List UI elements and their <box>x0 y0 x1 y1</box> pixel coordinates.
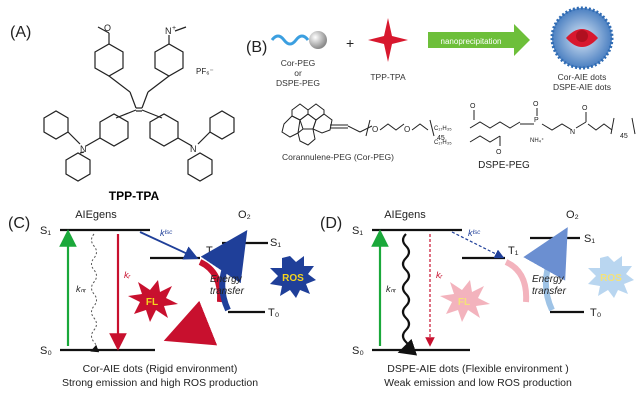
polymer-label-1: Cor-PEG <box>281 58 315 68</box>
panel-b-letter: (B) <box>246 39 267 56</box>
svg-text:+: + <box>172 25 176 32</box>
panel-d-aiegens: AIEgens <box>384 209 426 221</box>
c-kr-label: kᵣ <box>124 270 131 280</box>
svg-text:O: O <box>372 125 378 134</box>
panel-b: (B) Cor-PEG or DSPE-PEG + TPP-TPA nanopr… <box>246 6 636 171</box>
tpp-tpa-name: TPP-TPA <box>109 189 160 203</box>
panel-c-o2: O₂ <box>238 209 251 221</box>
d-nonradiative-arrow <box>397 233 418 356</box>
panel-a-letter: (A) <box>10 24 31 41</box>
dspe-peg-repeat-n: 45 <box>620 133 628 140</box>
c-o2-s1-label: S₁ <box>270 237 281 249</box>
plus-sign: + <box>346 35 354 51</box>
c-energy-curve-blue <box>200 230 248 312</box>
svg-text:N: N <box>80 144 87 154</box>
corannulene-structure: O O <box>281 103 435 146</box>
d-caption-1: DSPE-AIE dots (Flexible environment ) <box>387 363 568 375</box>
panel-d: (D) AIEgens O₂ S₁ S₀ T₁ S₁ T₀ kₙᵣ kᵣ kᴵˢ… <box>320 209 634 389</box>
c-ros-burst-icon <box>270 256 316 298</box>
svg-text:O: O <box>104 23 111 33</box>
d-t0-label: T₀ <box>590 307 601 319</box>
cor-peg-repeat-n: 45 <box>437 135 445 142</box>
tpp-tpa-label: TPP-TPA <box>370 72 406 82</box>
d-o2-s1-label: S₁ <box>584 233 595 245</box>
dspe-nh4: NH₄⁺ <box>530 137 544 144</box>
tpp-tpa-star-icon <box>368 18 408 62</box>
c-caption-1: Cor-AIE dots (Rigid environment) <box>83 363 238 375</box>
c-t0-label: T₀ <box>268 307 279 319</box>
panel-c: (C) AIEgens O₂ S₁ S₀ T₁ S₁ T₀ kₙᵣ kᵣ kᴵˢ… <box>8 209 316 389</box>
c-energy-label-1: Energy <box>210 274 243 285</box>
dots-label-1: Cor-AIE dots <box>558 72 607 82</box>
d-energy-label-1: Energy <box>532 274 565 285</box>
d-kr-label: kᵣ <box>436 270 443 280</box>
svg-text:O: O <box>533 101 539 108</box>
aie-dot-icon <box>550 6 614 70</box>
corannulene-sphere <box>309 31 327 49</box>
c-isc-arrow <box>139 231 199 260</box>
svg-text:O: O <box>470 103 476 110</box>
c-s0-label: S₀ <box>40 345 52 357</box>
d-ros-label: ROS <box>600 273 622 284</box>
svg-text:O: O <box>582 105 588 112</box>
panel-c-letter: (C) <box>8 215 30 232</box>
d-isc-arrow <box>451 231 505 259</box>
corannulene-peg-label: Corannulene-PEG (Cor-PEG) <box>282 152 394 162</box>
c-knr-label: kₙᵣ <box>76 284 86 294</box>
dspe-chain-2: C₁₇H₃₅ <box>434 140 452 146</box>
svg-text:N: N <box>190 144 197 154</box>
svg-text:N: N <box>570 129 575 136</box>
c-t1-label: T₁ <box>206 245 217 257</box>
d-energy-curve-blue <box>523 227 568 312</box>
d-fl-burst-icon <box>440 280 490 322</box>
tpp-tpa-structure: O N + PF₆⁻ N <box>43 23 235 182</box>
d-ros-burst-icon <box>588 256 634 298</box>
svg-text:N: N <box>165 26 172 36</box>
nanoprecipitation-label: nanoprecipitation <box>441 37 502 46</box>
c-fl-label: FL <box>146 297 158 308</box>
d-fl-label: FL <box>458 297 470 308</box>
panel-a: (A) O N + PF₆⁻ <box>10 23 235 203</box>
c-ros-label: ROS <box>282 273 304 284</box>
c-nonradiative-arrow <box>90 233 100 353</box>
d-caption-2: Weak emission and low ROS production <box>384 377 572 389</box>
dspe-peg-structure: O O P O N O <box>469 101 636 156</box>
c-caption-2: Strong emission and high ROS production <box>62 377 258 389</box>
dspe-peg-label: DSPE-PEG <box>478 160 530 171</box>
svg-text:O: O <box>404 125 410 134</box>
panel-d-letter: (D) <box>320 215 342 232</box>
d-energy-label-2: transfer <box>532 286 567 297</box>
panel-c-aiegens: AIEgens <box>75 209 117 221</box>
polymer-chain <box>270 34 310 46</box>
d-s0-label: S₀ <box>352 345 364 357</box>
c-energy-label-2: transfer <box>210 286 245 297</box>
c-kisc-label: kᴵˢᶜ <box>160 228 173 238</box>
c-s1-label: S₁ <box>40 225 51 237</box>
d-s1-label: S₁ <box>352 225 363 237</box>
d-knr-label: kₙᵣ <box>386 284 396 294</box>
d-energy-curve-red <box>504 259 530 303</box>
nanoprecipitation-arrow <box>428 24 530 56</box>
dspe-chain-1: C₁₇H₃₅ <box>434 126 452 132</box>
c-energy-curve-red-tail <box>163 300 218 346</box>
d-t1-label: T₁ <box>508 245 519 257</box>
polymer-label-2: DSPE-PEG <box>276 78 320 88</box>
pf6-counterion: PF₆⁻ <box>196 67 214 76</box>
polymer-label-or: or <box>294 68 302 78</box>
panel-d-o2: O₂ <box>566 209 579 221</box>
dots-label-2: DSPE-AIE dots <box>553 82 611 92</box>
d-kisc-label: kᴵˢᶜ <box>468 228 481 238</box>
svg-text:O: O <box>496 149 502 156</box>
svg-text:P: P <box>534 117 539 124</box>
